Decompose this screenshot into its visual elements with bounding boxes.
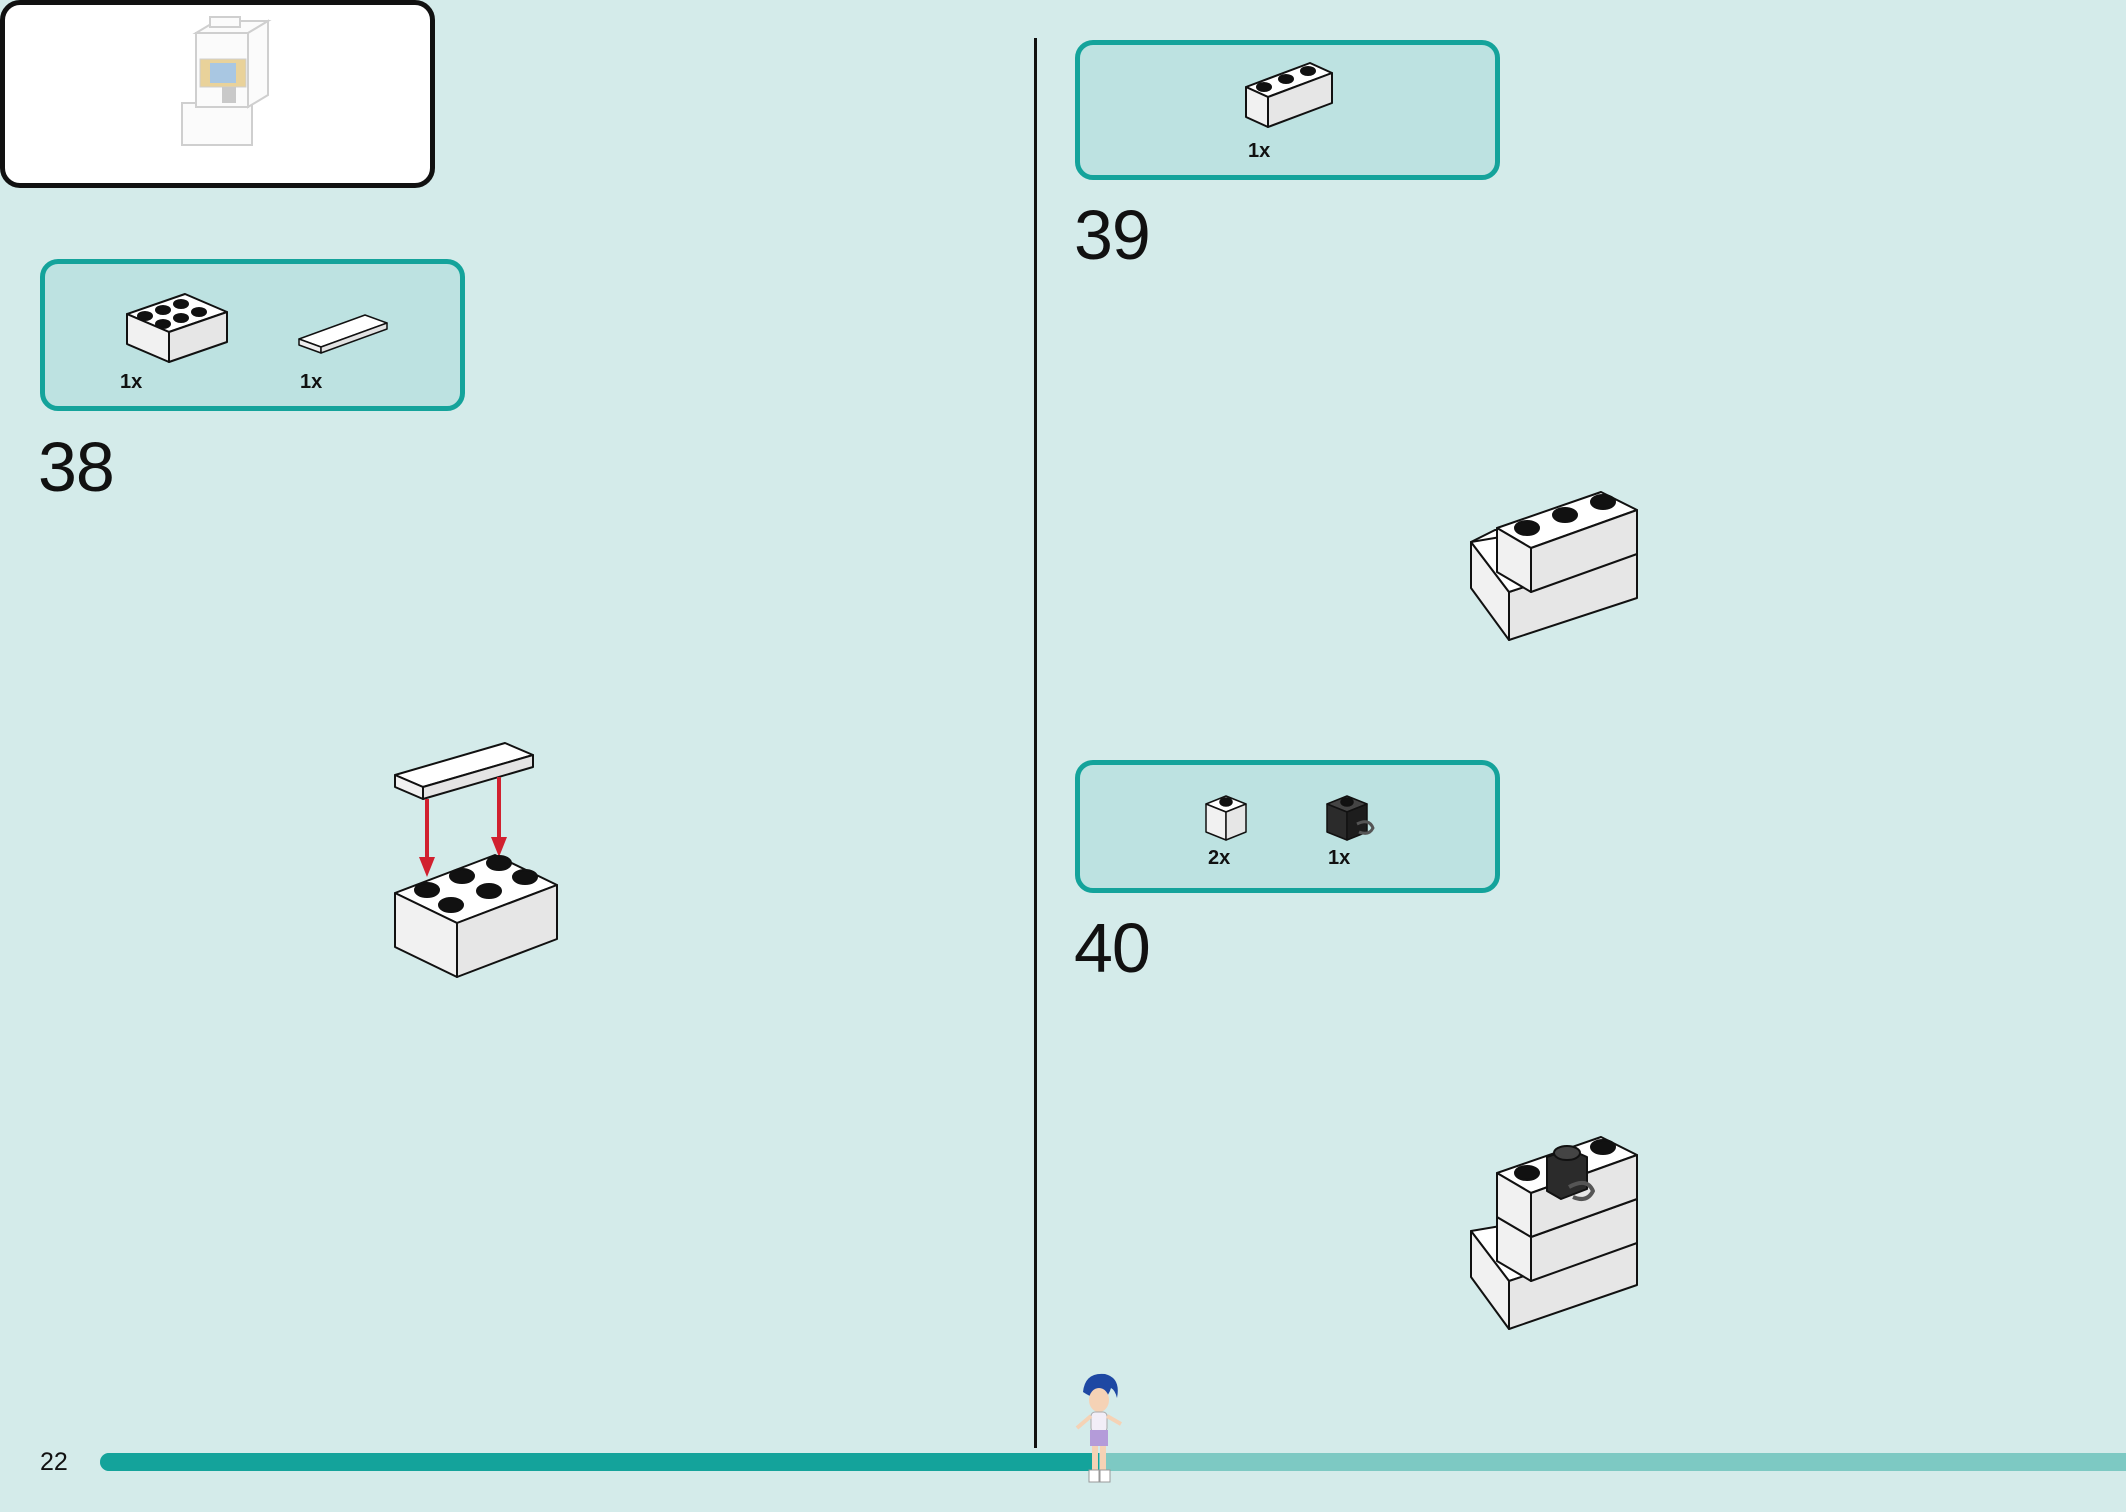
step-40-build-illustration bbox=[1470, 1136, 1638, 1330]
tile-1x3-icon bbox=[298, 314, 388, 354]
step-39-build-illustration bbox=[1470, 491, 1638, 641]
brick-1x3-icon bbox=[1245, 62, 1333, 128]
step-38-build-illustration bbox=[394, 742, 558, 978]
step-39-parts-box: 1x bbox=[1075, 40, 1500, 180]
page-number: 22 bbox=[40, 1448, 68, 1476]
brick-1x1-white-icon bbox=[1205, 795, 1247, 841]
part-quantity: 1x bbox=[300, 371, 323, 393]
model-overview-box bbox=[0, 0, 435, 188]
progress-bar-fill bbox=[100, 1453, 1099, 1471]
minidoll-figure-icon bbox=[1075, 1373, 1122, 1483]
part-quantity: 1x bbox=[120, 371, 143, 393]
part-quantity: 2x bbox=[1208, 847, 1231, 869]
step-number: 38 bbox=[38, 428, 115, 506]
part-quantity: 1x bbox=[1328, 847, 1351, 869]
step-number: 39 bbox=[1074, 196, 1151, 274]
progress-bar bbox=[100, 1453, 2126, 1471]
part-quantity: 1x bbox=[1248, 140, 1271, 162]
brick-2x3-icon bbox=[126, 293, 228, 363]
column-divider bbox=[1034, 38, 1037, 1448]
step-38-parts-box: 1x 1x bbox=[40, 259, 465, 411]
brick-1x1-clip-icon bbox=[1326, 795, 1375, 841]
model-thumbnail-icon bbox=[181, 16, 272, 146]
step-number: 40 bbox=[1074, 909, 1151, 987]
step-40-parts-box: 2x 1x bbox=[1075, 760, 1500, 893]
